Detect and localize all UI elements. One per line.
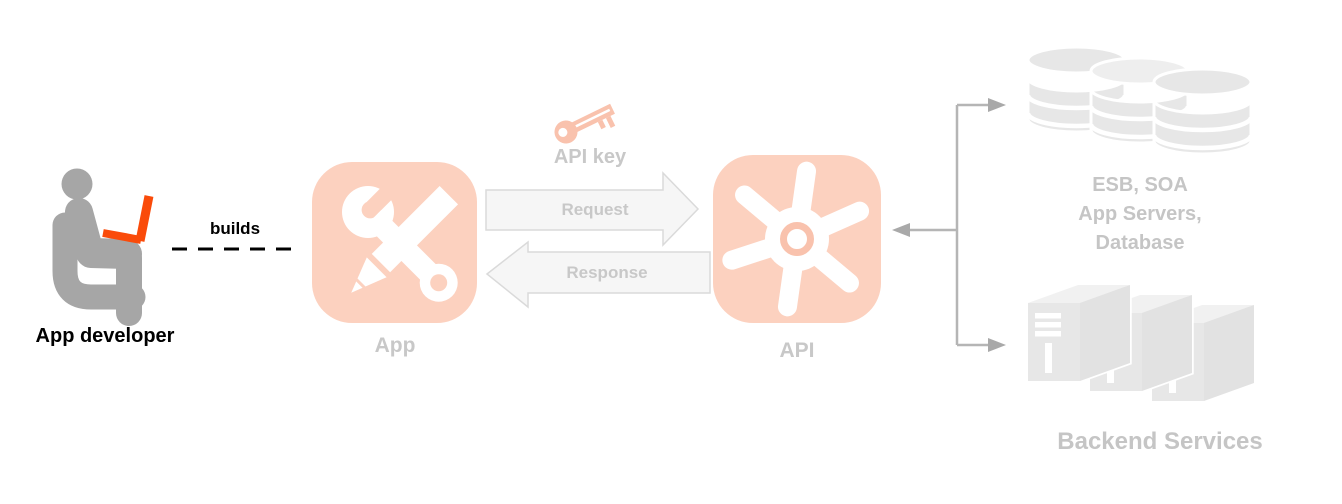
person-icon: [52, 168, 154, 326]
request-response-arrows: [485, 171, 711, 309]
backend-services-label: Backend Services: [1057, 428, 1263, 455]
response-label: Response: [566, 263, 648, 282]
key-icon: [554, 103, 616, 144]
request-label: Request: [561, 200, 629, 219]
esb-line-3: Database: [1095, 232, 1185, 254]
database-stack-icon: [1025, 45, 1254, 156]
arrowhead-to-api: [892, 223, 910, 237]
backend-connector-arrows: [892, 98, 1006, 352]
api-label: API: [779, 339, 815, 362]
arrowhead-to-servers: [988, 338, 1006, 352]
builds-dashed-line: [172, 247, 301, 251]
esb-line-1: ESB, SOA: [1092, 174, 1188, 196]
wrench-pencil-icon: [342, 180, 459, 302]
server-towers-icon: [1026, 283, 1256, 403]
laptop-icon: [102, 195, 154, 244]
builds-label: builds: [209, 219, 261, 238]
app-icon: [312, 162, 477, 323]
chair-shape: [52, 212, 146, 310]
api-key-label: API key: [553, 146, 627, 168]
arrowhead-to-database: [988, 98, 1006, 112]
app-label: App: [374, 334, 416, 357]
esb-soa-label: ESB, SOA App Servers, Database: [1015, 171, 1265, 258]
request-arrow: [485, 171, 700, 247]
response-arrow: [485, 240, 711, 309]
api-icon: [713, 155, 881, 323]
cog-icon: [722, 161, 870, 317]
developer-label: App developer: [35, 325, 175, 347]
esb-line-2: App Servers,: [1078, 203, 1202, 225]
